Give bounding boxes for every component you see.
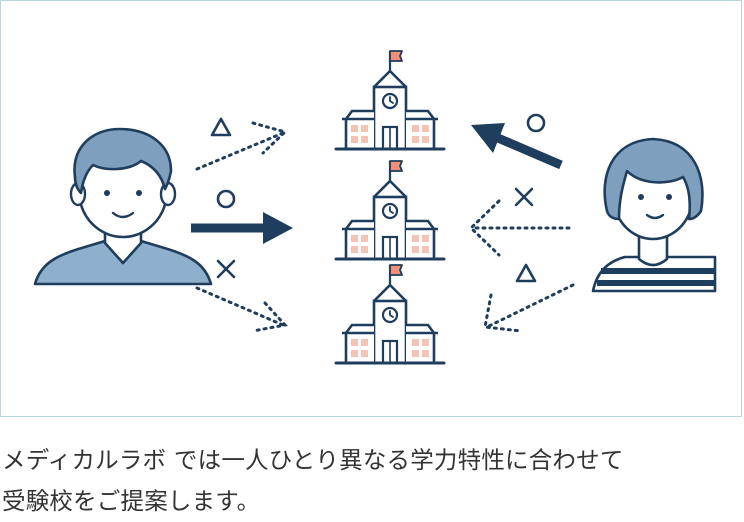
cross-mark — [216, 259, 236, 279]
arrow-icon — [195, 121, 288, 171]
arrow-icon — [195, 286, 288, 333]
triangle-mark — [210, 117, 232, 137]
school-building-icon — [334, 159, 446, 261]
arrow-icon — [471, 123, 563, 170]
caption-line-2: 受験校をご提案します。 — [2, 487, 261, 515]
arrow-icon — [468, 199, 571, 257]
caption-line-1: メディカルラボ では一人ひとり異なる学力特性に合わせて — [2, 446, 624, 474]
illustration-frame — [0, 0, 742, 417]
school-building-icon — [334, 49, 446, 151]
circle-mark — [216, 189, 236, 209]
caption: メディカルラボ では一人ひとり異なる学力特性に合わせて 受験校をご提案します。 — [2, 440, 742, 522]
triangle-mark — [515, 263, 537, 283]
person-left-icon — [33, 127, 213, 286]
illustration — [33, 49, 717, 365]
arrow-icon — [191, 212, 293, 244]
school-building-icon — [334, 263, 446, 365]
cross-mark — [514, 187, 534, 207]
person-right-icon — [591, 137, 717, 293]
circle-mark — [526, 113, 546, 133]
arrow-icon — [483, 283, 575, 333]
